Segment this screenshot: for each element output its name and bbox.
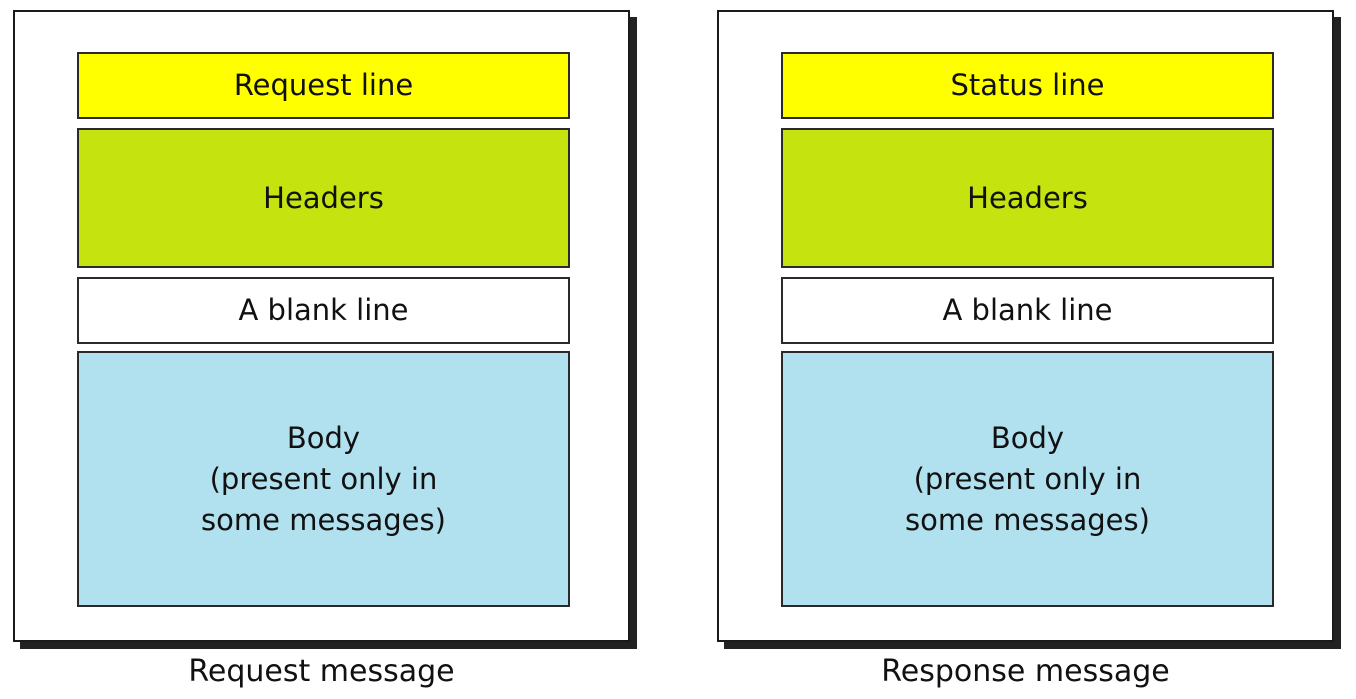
request-message-panel: Request line Headers A blank line Body (…	[13, 10, 630, 642]
request-blank-line-block: A blank line	[77, 277, 570, 344]
response-message-caption: Response message	[881, 654, 1170, 689]
request-headers-block: Headers	[77, 128, 570, 268]
response-headers-block: Headers	[781, 128, 1274, 268]
status-line-block: Status line	[781, 52, 1274, 119]
response-blank-line-block: A blank line	[781, 277, 1274, 344]
request-body-block: Body (present only in some messages)	[77, 351, 570, 607]
response-message-panel: Status line Headers A blank line Body (p…	[717, 10, 1334, 642]
response-body-block: Body (present only in some messages)	[781, 351, 1274, 607]
request-line-block: Request line	[77, 52, 570, 119]
request-message-caption: Request message	[188, 654, 455, 689]
